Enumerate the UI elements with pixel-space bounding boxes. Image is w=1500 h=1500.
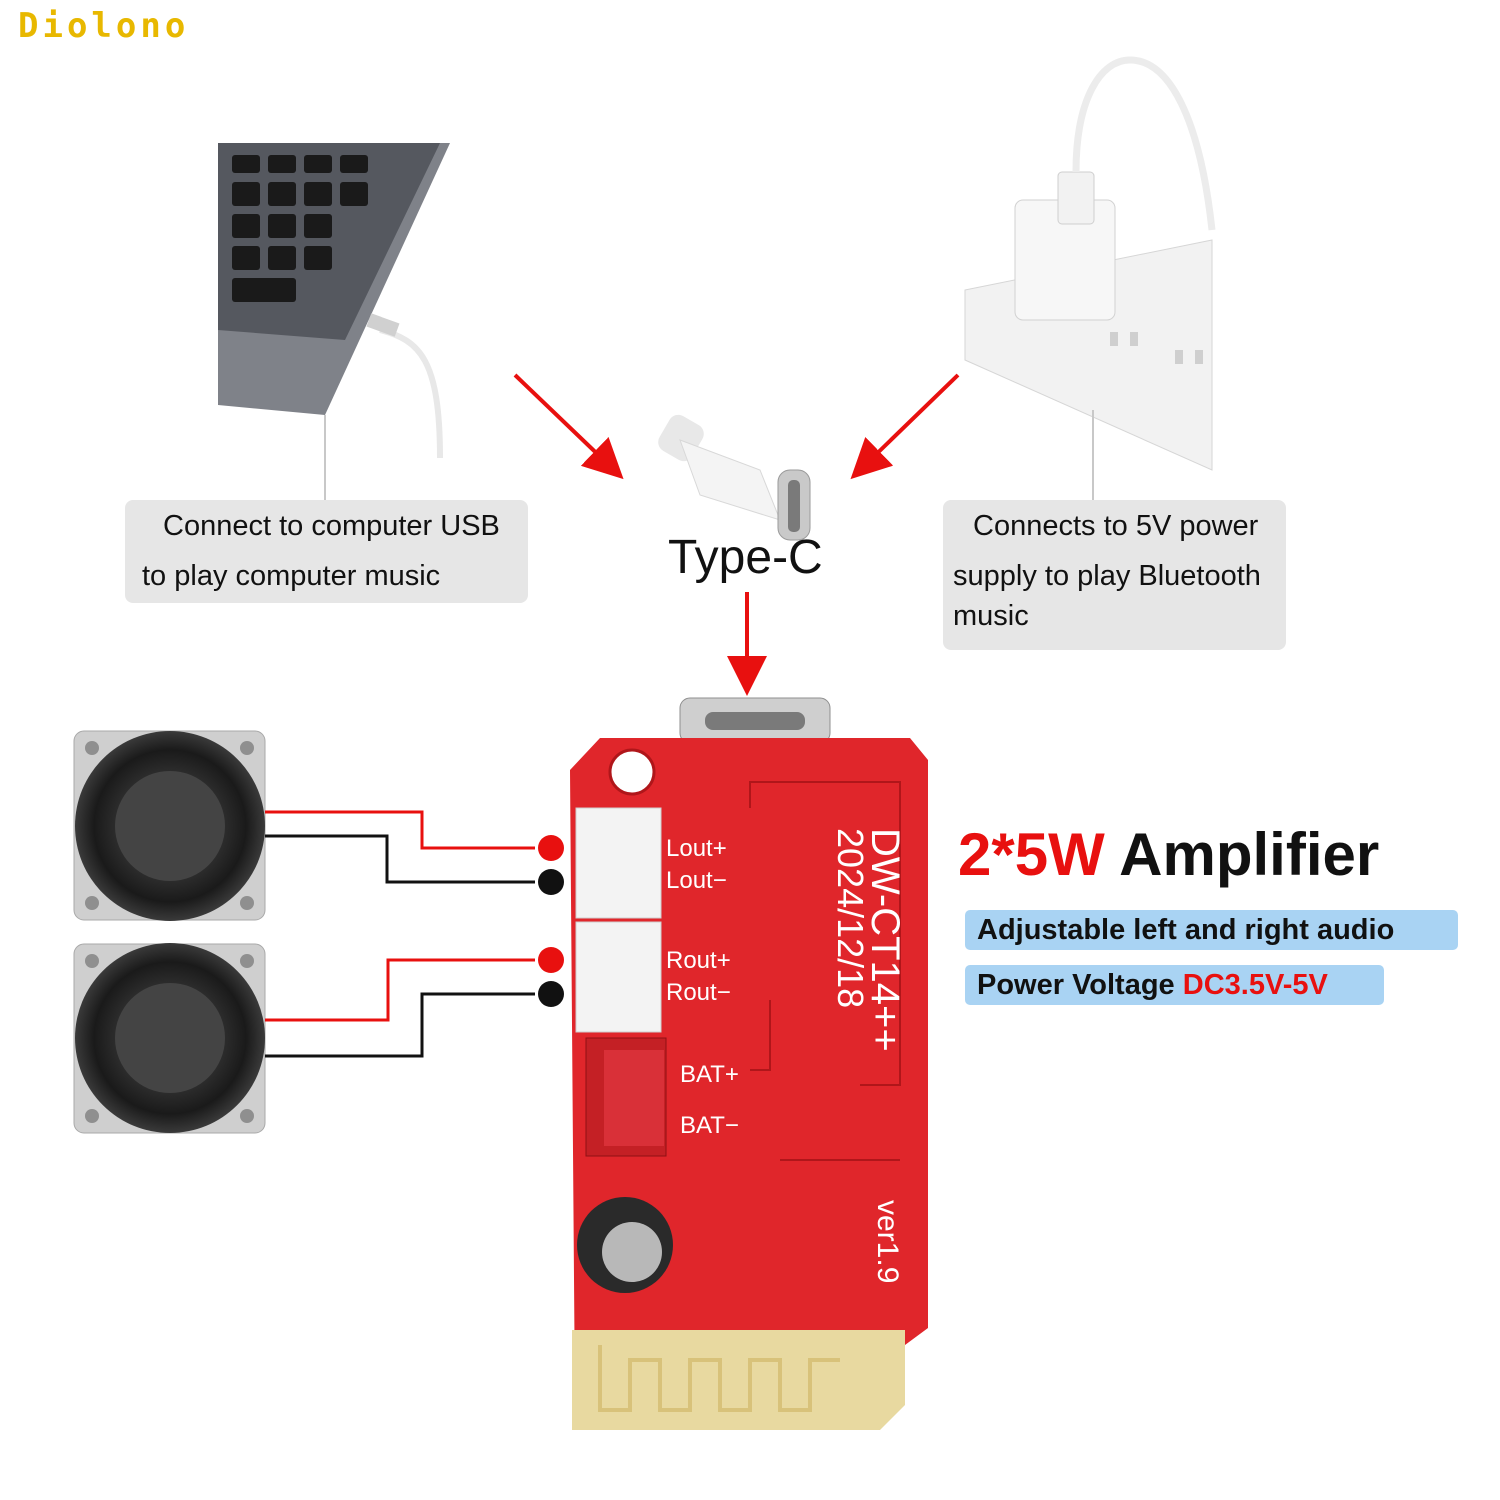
laptop-image	[218, 143, 450, 459]
left-speaker	[73, 730, 266, 921]
voltage-label: Power Voltage	[977, 969, 1175, 1001]
rout-connector	[575, 921, 662, 1033]
pcb-label-rout-minus: Rout−	[666, 979, 731, 1006]
power-callout-line2: supply to play Bluetooth	[953, 560, 1261, 592]
voltage-value: DC3.5V-5V	[1182, 969, 1328, 1001]
power-callout-line3: music	[953, 600, 1029, 632]
lout-minus-dot	[538, 869, 564, 895]
feature-audio: Adjustable left and right audio	[965, 910, 1458, 950]
pcb-board	[570, 697, 928, 1430]
feature-voltage: Power Voltage DC3.5V-5V	[965, 965, 1384, 1005]
pcb-date: 2024/12/18	[830, 828, 871, 1008]
pcb-model: DW-CT14++	[863, 828, 907, 1052]
product-title: 2*5W Amplifier	[958, 820, 1379, 889]
power-arrow	[850, 373, 960, 480]
usb-callout-line2: to play computer music	[142, 560, 441, 592]
lout-plus-dot	[538, 835, 564, 861]
pcb-label-rout-plus: Rout+	[666, 947, 731, 974]
mount-hole	[608, 748, 656, 796]
type-c-label: Type-C	[668, 531, 823, 584]
right-speaker	[73, 943, 266, 1134]
title-main: Amplifier	[1119, 821, 1380, 888]
pcb-label-lout-minus: Lout−	[666, 867, 727, 894]
pcb-label-bat-minus: BAT−	[680, 1112, 739, 1139]
pcb-label-lout-plus: Lout+	[666, 835, 727, 862]
pcb-label-bat-plus: BAT+	[680, 1061, 739, 1088]
rout-plus-dot	[538, 947, 564, 973]
lout-connector	[575, 807, 662, 919]
usb-arrow	[513, 373, 624, 480]
power-callout-line1: Connects to 5V power	[973, 510, 1259, 542]
rout-minus-dot	[538, 981, 564, 1007]
usb-callout-line1: Connect to computer USB	[163, 510, 500, 542]
usb-callout: Connect to computer USB to play computer…	[125, 500, 528, 603]
antenna-area	[572, 1330, 905, 1430]
brand-logo: Diolono	[18, 6, 190, 46]
speaker-wires	[265, 810, 535, 1058]
type-c-plug-image	[658, 414, 811, 541]
charger-image	[964, 56, 1216, 471]
power-callout: Connects to 5V power supply to play Blue…	[943, 500, 1286, 650]
title-power-rating: 2*5W	[958, 821, 1105, 888]
pcb-version: ver1.9	[871, 1200, 904, 1283]
